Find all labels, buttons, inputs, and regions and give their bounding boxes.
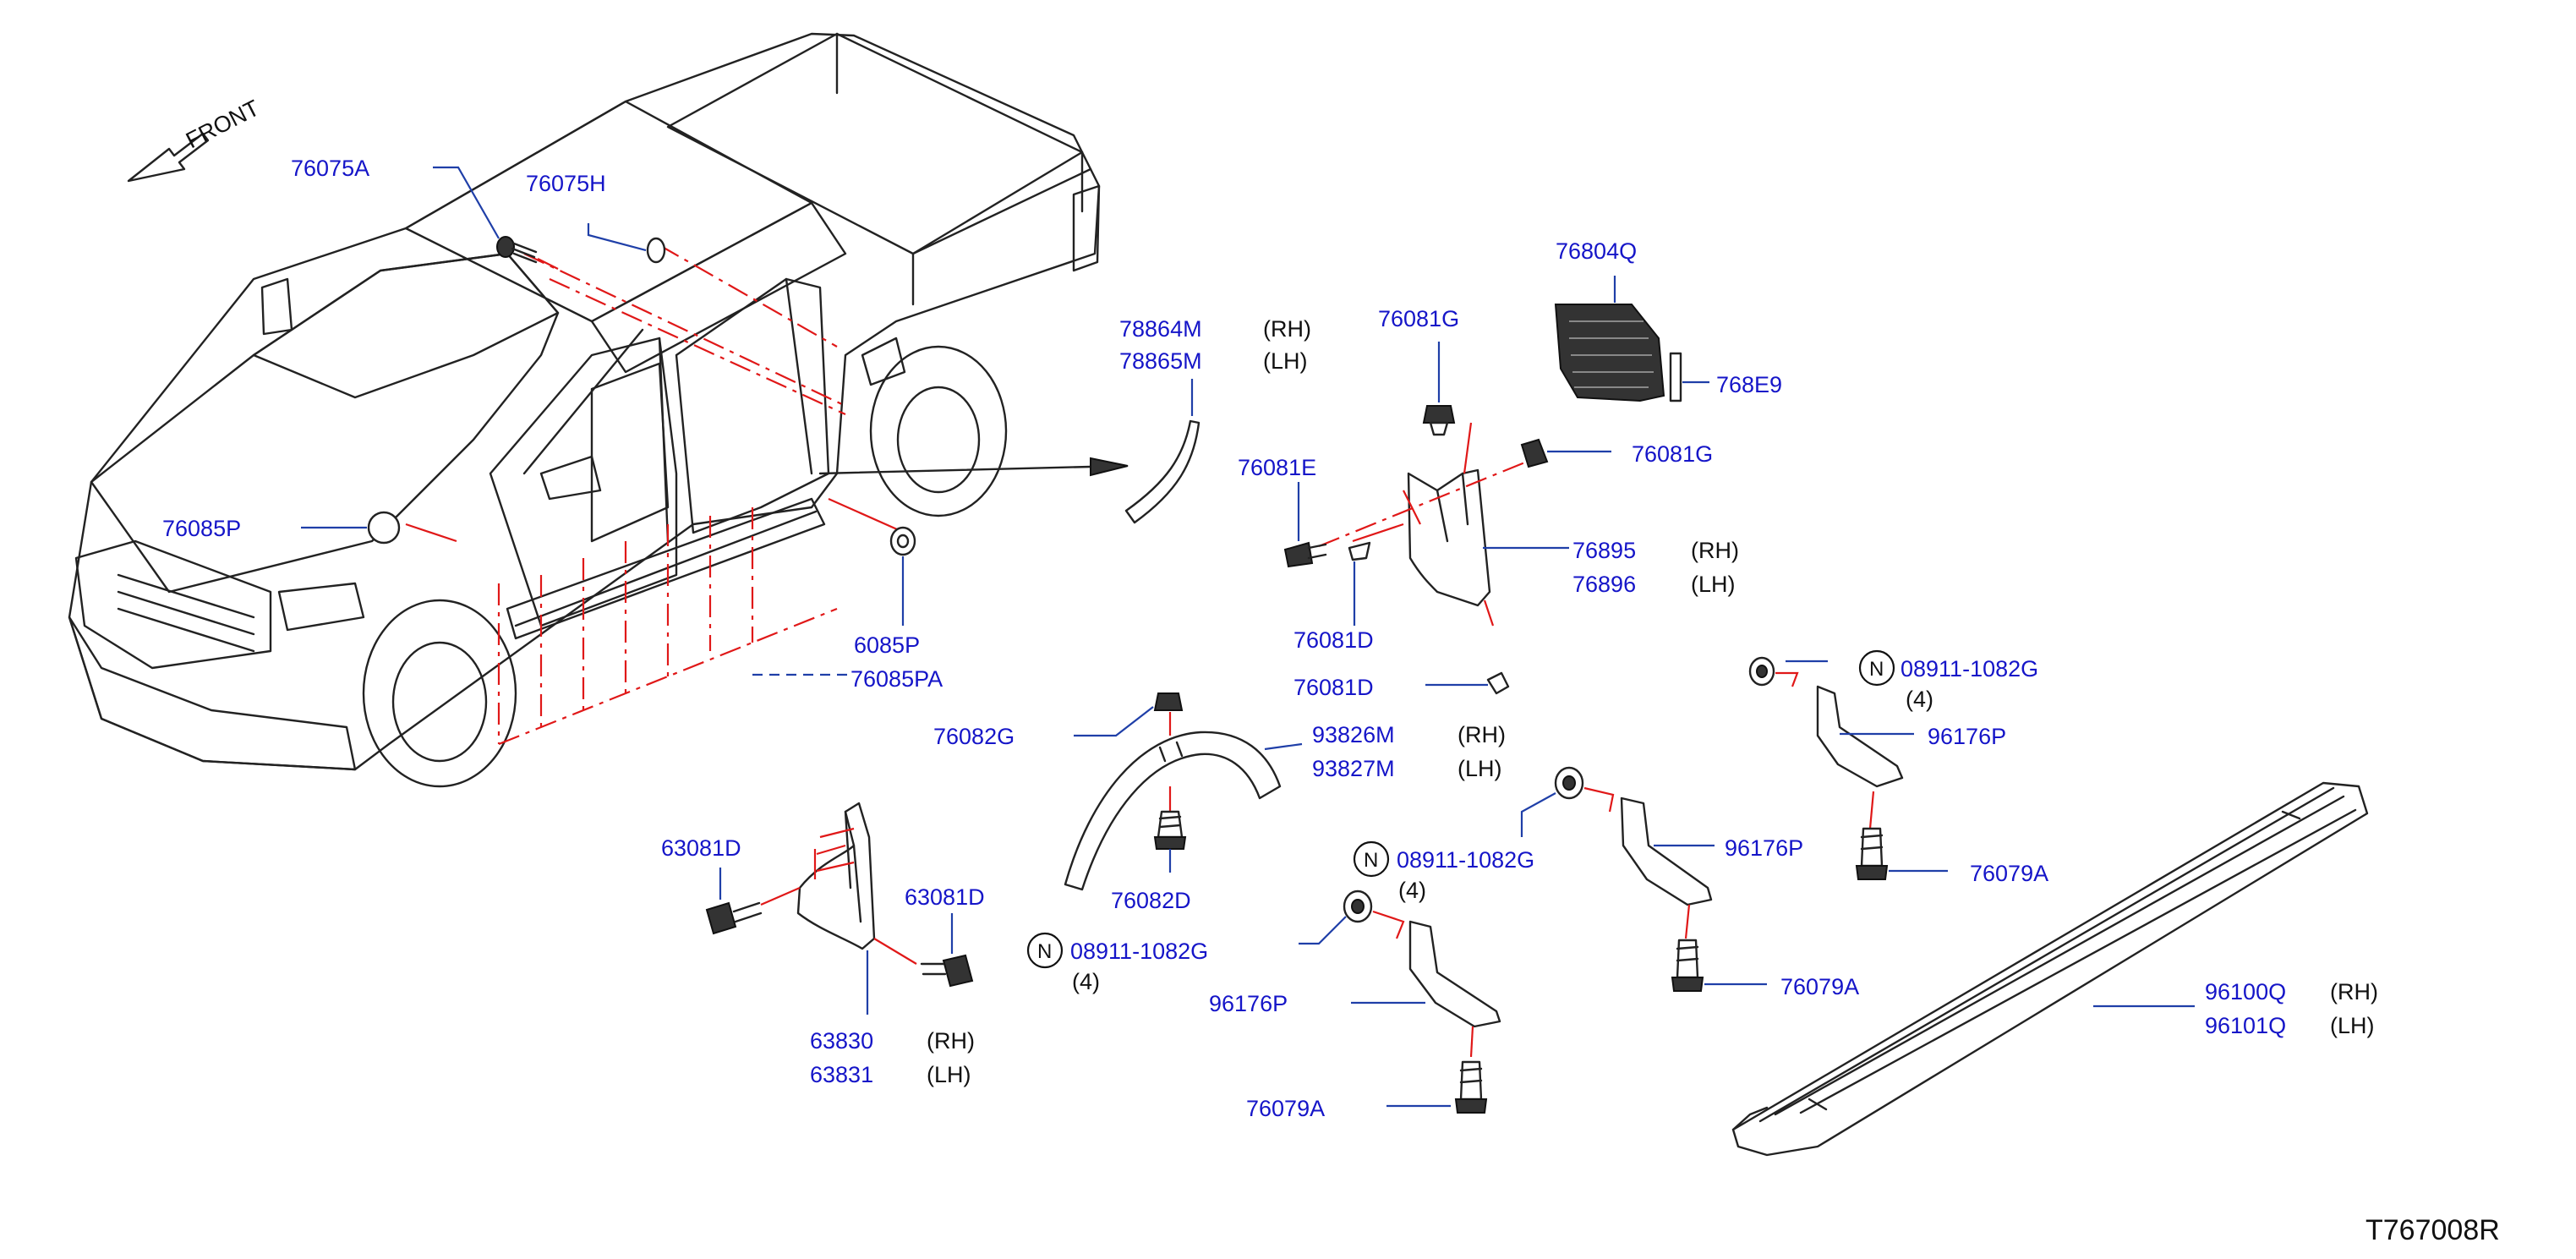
note-93827M-lh: (LH) <box>1458 756 1502 781</box>
part-768E9-seal: 768E9 <box>1669 352 1782 402</box>
part-08911-1082G-left: N 08911-1082G (4) <box>1026 932 1208 994</box>
front-label: FRONT <box>182 95 263 153</box>
note-96101Q-lh: (LH) <box>2330 1013 2375 1038</box>
callout-76079A-top: 76079A <box>1970 861 2048 886</box>
callout-08911-1082G-mid: 08911-1082G <box>1397 847 1534 873</box>
note-63830-rh: (RH) <box>927 1028 975 1054</box>
callout-76079A-mid: 76079A <box>1780 974 1859 999</box>
callout-96176P-top: 96176P <box>1928 724 2006 749</box>
part-76895-mudflap: 76895 (RH) 76896 (LH) <box>1318 422 1739 627</box>
note-63831-lh: (LH) <box>927 1062 971 1087</box>
part-76075H: 76075H <box>526 171 666 264</box>
callout-96176P-mid: 96176P <box>1725 835 1803 861</box>
part-96100Q-running-board: 96100Q (RH) 96101Q (LH) <box>1731 781 2378 1157</box>
part-76081D-a: 76081D <box>1293 541 1374 653</box>
part-63830-rear-mudflap: 63830 (RH) 63831 (LH) <box>760 802 975 1087</box>
callout-76081G-right: 76081G <box>1632 441 1713 467</box>
part-63081D-a: 63081D <box>661 835 763 935</box>
callout-08911-1082G-right: 08911-1082G <box>1901 656 2038 682</box>
callout-63830: 63830 <box>810 1028 873 1054</box>
part-76081E-screw: 76081E <box>1238 455 1327 568</box>
callout-76082G: 76082G <box>933 724 1015 749</box>
callout-93826M: 93826M <box>1312 722 1395 747</box>
note-96100Q-rh: (RH) <box>2330 979 2378 1004</box>
truck-alignment-lines <box>405 244 905 746</box>
note-78864M-rh: (RH) <box>1263 316 1311 342</box>
callout-76896: 76896 <box>1572 572 1636 597</box>
part-63081D-b: 63081D <box>905 884 985 988</box>
callout-76081D-a: 76081D <box>1293 627 1374 653</box>
part-96176P-mid-bracket: 96176P 76079A N 08911-1082G (4) <box>1353 766 1859 999</box>
part-76085PA: 6085P 76085PA <box>752 526 943 692</box>
callout-76075H: 76075H <box>526 171 606 196</box>
callout-76085P: 76085P <box>162 516 241 541</box>
callout-78864M: 78864M <box>1119 316 1202 342</box>
part-96176P-top-bracket: 96176P 76079A <box>1748 656 2048 886</box>
note-76896-lh: (LH) <box>1691 572 1736 597</box>
part-76082D-screw: 76082D <box>1111 786 1191 913</box>
part-76081G-top: 76081G <box>1378 306 1459 436</box>
callout-93827M: 93827M <box>1312 756 1395 781</box>
callout-63081D-b: 63081D <box>905 884 985 910</box>
part-96176P-low-bracket: 96176P 76079A <box>1209 890 1501 1121</box>
callout-63081D-a: 63081D <box>661 835 741 861</box>
part-08911-1082G-right: N 08911-1082G (4) <box>1858 649 2038 712</box>
callout-6085P: 6085P <box>854 632 920 658</box>
callout-76081G-top: 76081G <box>1378 306 1459 331</box>
callout-768E9: 768E9 <box>1716 372 1782 397</box>
callout-63831: 63831 <box>810 1062 873 1087</box>
callout-76804Q: 76804Q <box>1556 238 1637 264</box>
callout-96101Q: 96101Q <box>2205 1013 2286 1038</box>
note-qty-mid: (4) <box>1398 878 1426 903</box>
note-qty-left: (4) <box>1072 969 1100 994</box>
n-badge-right: N <box>1869 658 1884 681</box>
callout-76082D: 76082D <box>1111 888 1191 913</box>
callout-76075A: 76075A <box>291 156 369 181</box>
part-93826M-fender-flare: 93826M (RH) 93827M (LH) <box>1064 722 1506 891</box>
part-76085P: 76085P <box>162 511 401 545</box>
pointer-arrow <box>818 457 1129 477</box>
callout-08911-1082G-left: 08911-1082G <box>1070 939 1208 964</box>
n-badge-left: N <box>1037 940 1052 963</box>
callout-76081D-b: 76081D <box>1293 675 1374 700</box>
callout-96100Q: 96100Q <box>2205 979 2286 1004</box>
n-badge-mid: N <box>1364 849 1378 872</box>
callout-76895: 76895 <box>1572 538 1636 563</box>
note-78865M-lh: (LH) <box>1263 348 1308 374</box>
note-qty-right: (4) <box>1906 687 1933 712</box>
part-76081G-right: 76081G <box>1520 438 1713 468</box>
callout-96176P-low: 96176P <box>1209 991 1288 1016</box>
pickup-truck-illustration <box>68 32 1101 788</box>
callout-76085PA: 76085PA <box>850 666 943 692</box>
part-76804Q-vent: 76804Q <box>1554 238 1665 402</box>
drawing-id: T767008R <box>2365 1214 2500 1246</box>
part-76081D-b: 76081D <box>1293 671 1510 700</box>
callout-76081E: 76081E <box>1238 455 1316 480</box>
note-93826M-rh: (RH) <box>1458 722 1506 747</box>
callout-76079A-low: 76079A <box>1246 1096 1325 1121</box>
callout-78865M: 78865M <box>1119 348 1202 374</box>
front-arrow-icon <box>127 132 210 183</box>
note-76895-rh: (RH) <box>1691 538 1739 563</box>
part-76075A: 76075A <box>291 156 559 270</box>
part-78864M-molding: 78864M (RH) 78865M (LH) <box>1119 316 1311 524</box>
part-76082G-clip: 76082G <box>933 692 1184 749</box>
